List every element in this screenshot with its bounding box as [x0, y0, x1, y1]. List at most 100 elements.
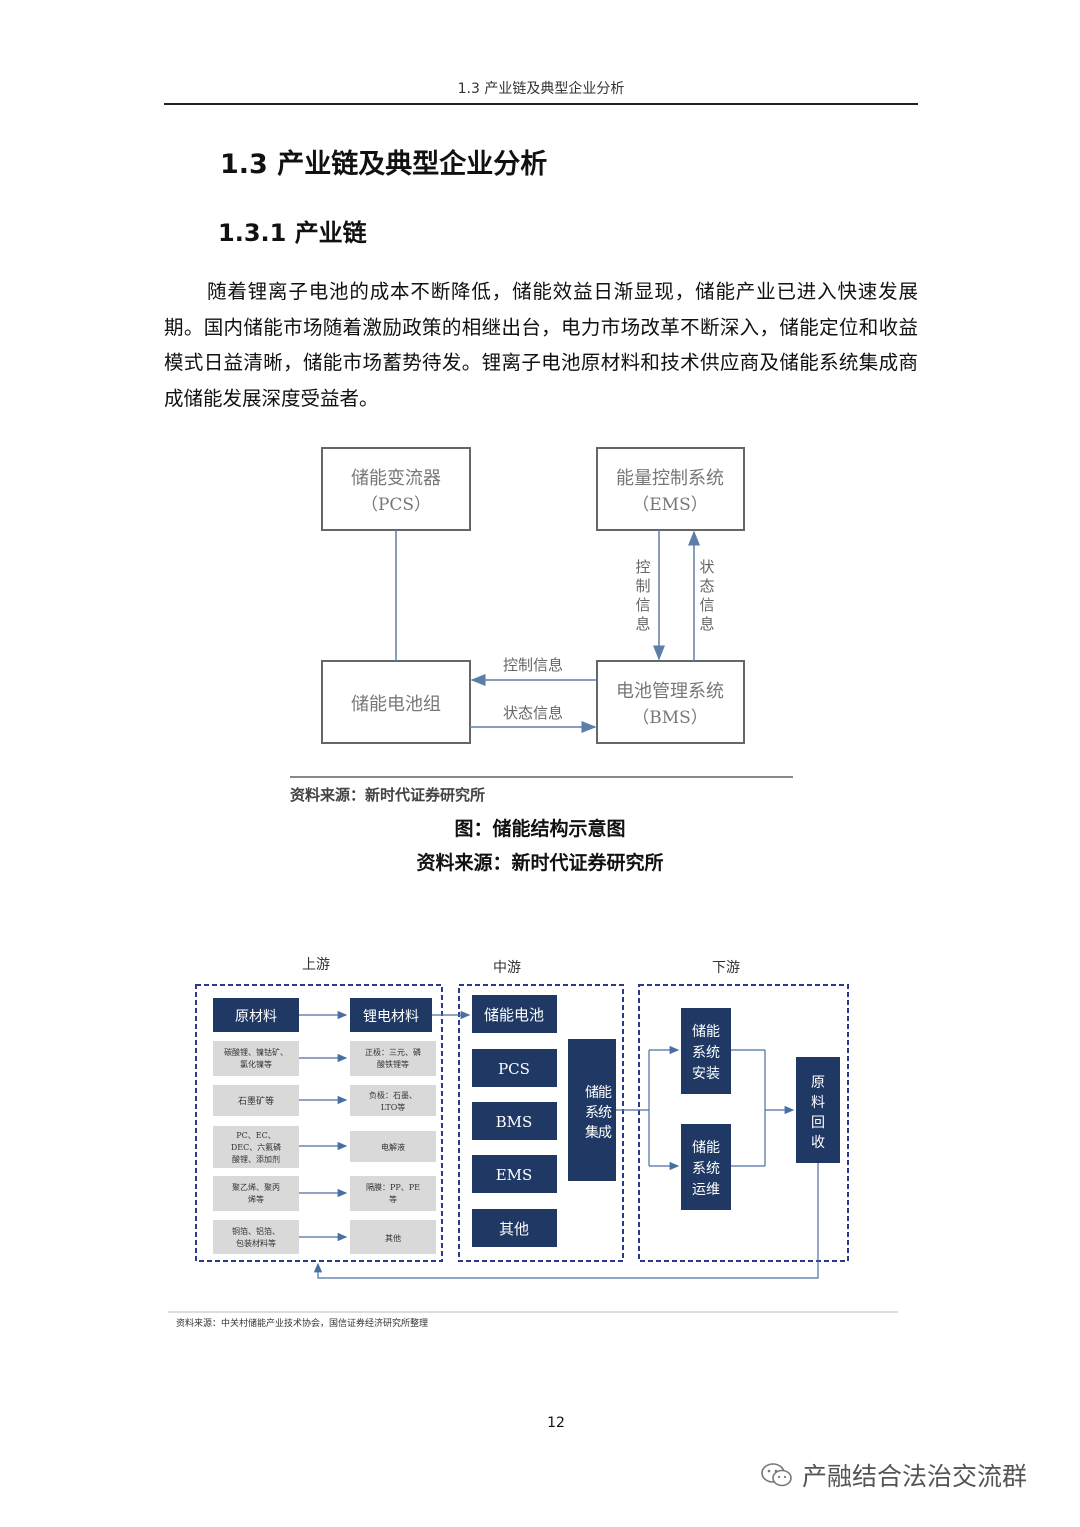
header-rule — [164, 103, 918, 105]
subsection-title: 1.3.1 产业链 — [218, 219, 367, 247]
mid-item-other-label: 其他 — [499, 1220, 529, 1238]
recycle-char-2: 料 — [811, 1095, 825, 1111]
left-item-5 — [213, 1220, 299, 1254]
left-item-3-line-2: DEC、六氟磷 — [231, 1142, 281, 1152]
v-status-char-4: 息 — [699, 615, 714, 633]
integration-box — [568, 1039, 616, 1181]
figure2-source: 资料来源：中关村储能产业技术协会，国信证券经济研究所整理 — [176, 1317, 428, 1329]
industry-chain-svg: 上游 中游 下游 原材料 锂电材料 碳酸锂、镍钴矿、 氯化镍等 石墨矿等 PC、… — [168, 957, 898, 1329]
integration-char-2: 能 — [598, 1085, 612, 1101]
left-item-5-line-2: 包装材料等 — [236, 1238, 276, 1248]
storage-structure-svg: 储能变流器 （PCS） 能量控制系统 （EMS） 储能电池组 电池管理系统 （B… — [290, 447, 793, 804]
mid-item-ems — [472, 1155, 557, 1193]
pcs-box — [321, 447, 471, 531]
left-item-1 — [213, 1041, 299, 1076]
v-control-char-4: 息 — [635, 615, 650, 633]
chat-bubble-icon — [761, 1463, 792, 1487]
v-control-char-3: 信 — [635, 596, 650, 614]
page-number: 12 — [547, 1415, 565, 1431]
left-item-1-line-1: 碳酸锂、镍钴矿、 — [224, 1047, 288, 1057]
right-item-1-line-2: 酸铁锂等 — [377, 1059, 409, 1069]
left-item-2-line-1: 石墨矿等 — [238, 1095, 274, 1107]
v-control-char-1: 控 — [635, 558, 650, 576]
bms-abbr: （BMS） — [632, 708, 708, 728]
battery-group-label: 储能电池组 — [351, 694, 441, 715]
recycle-loop-arrow — [313, 1163, 819, 1279]
raw-materials-label: 原材料 — [235, 1009, 277, 1025]
downstream-label: 下游 — [712, 960, 740, 976]
bms-label: 电池管理系统 — [616, 681, 724, 702]
midstream-label: 中游 — [493, 960, 521, 976]
li-materials-label: 锂电材料 — [363, 1009, 419, 1025]
figure1-source: 资料来源：新时代证券研究所 — [290, 786, 485, 804]
left-item-5-line-1: 铜箔、铝箔、 — [232, 1226, 280, 1236]
upstream-label: 上游 — [302, 957, 330, 973]
right-item-4-line-2: 等 — [389, 1194, 397, 1204]
running-header: 1.3 产业链及典型企业分析 — [457, 81, 625, 97]
left-item-3-line-3: 酸锂、添加剂 — [232, 1154, 280, 1164]
right-item-2 — [350, 1085, 436, 1116]
mid-item-battery — [472, 995, 557, 1033]
section-title: 1.3 产业链及典型企业分析 — [220, 149, 548, 180]
industry-chain-diagram: 上游 中游 下游 原材料 锂电材料 碳酸锂、镍钴矿、 氯化镍等 石墨矿等 PC、… — [0, 940, 1080, 1340]
recycle-box — [796, 1057, 840, 1163]
left-item-4-line-2: 烯等 — [248, 1194, 264, 1204]
bms-box — [596, 660, 745, 744]
watermark: 产融结合法治交流群 — [760, 1457, 1027, 1493]
v-status-char-1: 状 — [699, 558, 714, 576]
control-info-label: 控制信息 — [503, 656, 563, 674]
storage-structure-diagram: 储能变流器 （PCS） 能量控制系统 （EMS） 储能电池组 电池管理系统 （B… — [290, 447, 793, 804]
figure1-caption: 图：储能结构示意图 — [454, 818, 626, 840]
ems-abbr: （EMS） — [632, 495, 707, 515]
right-item-4-line-1: 隔膜：PP、PE — [366, 1182, 420, 1192]
recycle-char-1: 原 — [811, 1075, 825, 1091]
pcs-abbr: （PCS） — [361, 495, 431, 515]
v-status-char-2: 态 — [699, 577, 714, 595]
figure1-caption-source: 资料来源：新时代证券研究所 — [416, 852, 664, 874]
install-line-3: 安装 — [692, 1066, 720, 1082]
operate-box — [681, 1124, 731, 1210]
right-item-5-line-1: 其他 — [385, 1233, 401, 1243]
left-item-4-line-1: 聚乙烯、聚丙 — [232, 1182, 280, 1192]
right-item-3 — [350, 1131, 436, 1162]
left-item-4 — [213, 1176, 299, 1211]
downstream-frame — [638, 984, 849, 1262]
mid-item-other — [472, 1209, 557, 1247]
right-item-2-line-2: LTO等 — [381, 1102, 406, 1112]
upstream-frame — [195, 984, 443, 1262]
pcs-label: 储能变流器 — [351, 468, 441, 489]
right-item-3-line-1: 电解液 — [381, 1142, 405, 1152]
mid-item-pcs-label: PCS — [498, 1060, 530, 1078]
right-item-5 — [350, 1220, 436, 1254]
recycle-char-3: 回 — [811, 1115, 825, 1131]
operate-line-2: 系统 — [692, 1161, 720, 1177]
install-line-2: 系统 — [692, 1045, 720, 1061]
mid-item-bms-label: BMS — [496, 1113, 533, 1131]
ems-label: 能量控制系统 — [616, 468, 724, 489]
raw-materials-box — [213, 998, 299, 1032]
mid-item-pcs — [472, 1049, 557, 1087]
left-item-1-line-2: 氯化镍等 — [240, 1059, 272, 1069]
mid-item-battery-label: 储能电池 — [484, 1006, 544, 1024]
right-item-1 — [350, 1041, 436, 1076]
integration-char-5: 集 — [585, 1124, 599, 1141]
li-materials-box — [350, 998, 432, 1032]
install-box — [681, 1008, 731, 1094]
body-paragraph: 随着锂离子电池的成本不断降低，储能效益日渐显现，储能产业已进入快速发展期。国内储… — [164, 280, 918, 410]
right-item-4 — [350, 1176, 436, 1211]
mid-item-bms — [472, 1102, 557, 1140]
integration-char-4: 统 — [598, 1105, 612, 1121]
recycle-char-4: 收 — [811, 1135, 825, 1151]
mid-item-ems-label: EMS — [496, 1166, 533, 1184]
left-item-3-line-1: PC、EC、 — [236, 1131, 275, 1140]
left-item-2 — [213, 1085, 299, 1116]
ems-box — [596, 447, 745, 531]
integration-char-6: 成 — [598, 1125, 612, 1141]
operate-line-1: 储能 — [692, 1140, 720, 1156]
status-info-label: 状态信息 — [503, 704, 563, 722]
right-item-1-line-1: 正极：三元、磷 — [365, 1047, 421, 1057]
v-control-char-2: 制 — [635, 577, 650, 595]
battery-group-box — [321, 660, 471, 744]
v-status-char-3: 信 — [699, 596, 714, 614]
install-line-1: 储能 — [692, 1024, 720, 1040]
